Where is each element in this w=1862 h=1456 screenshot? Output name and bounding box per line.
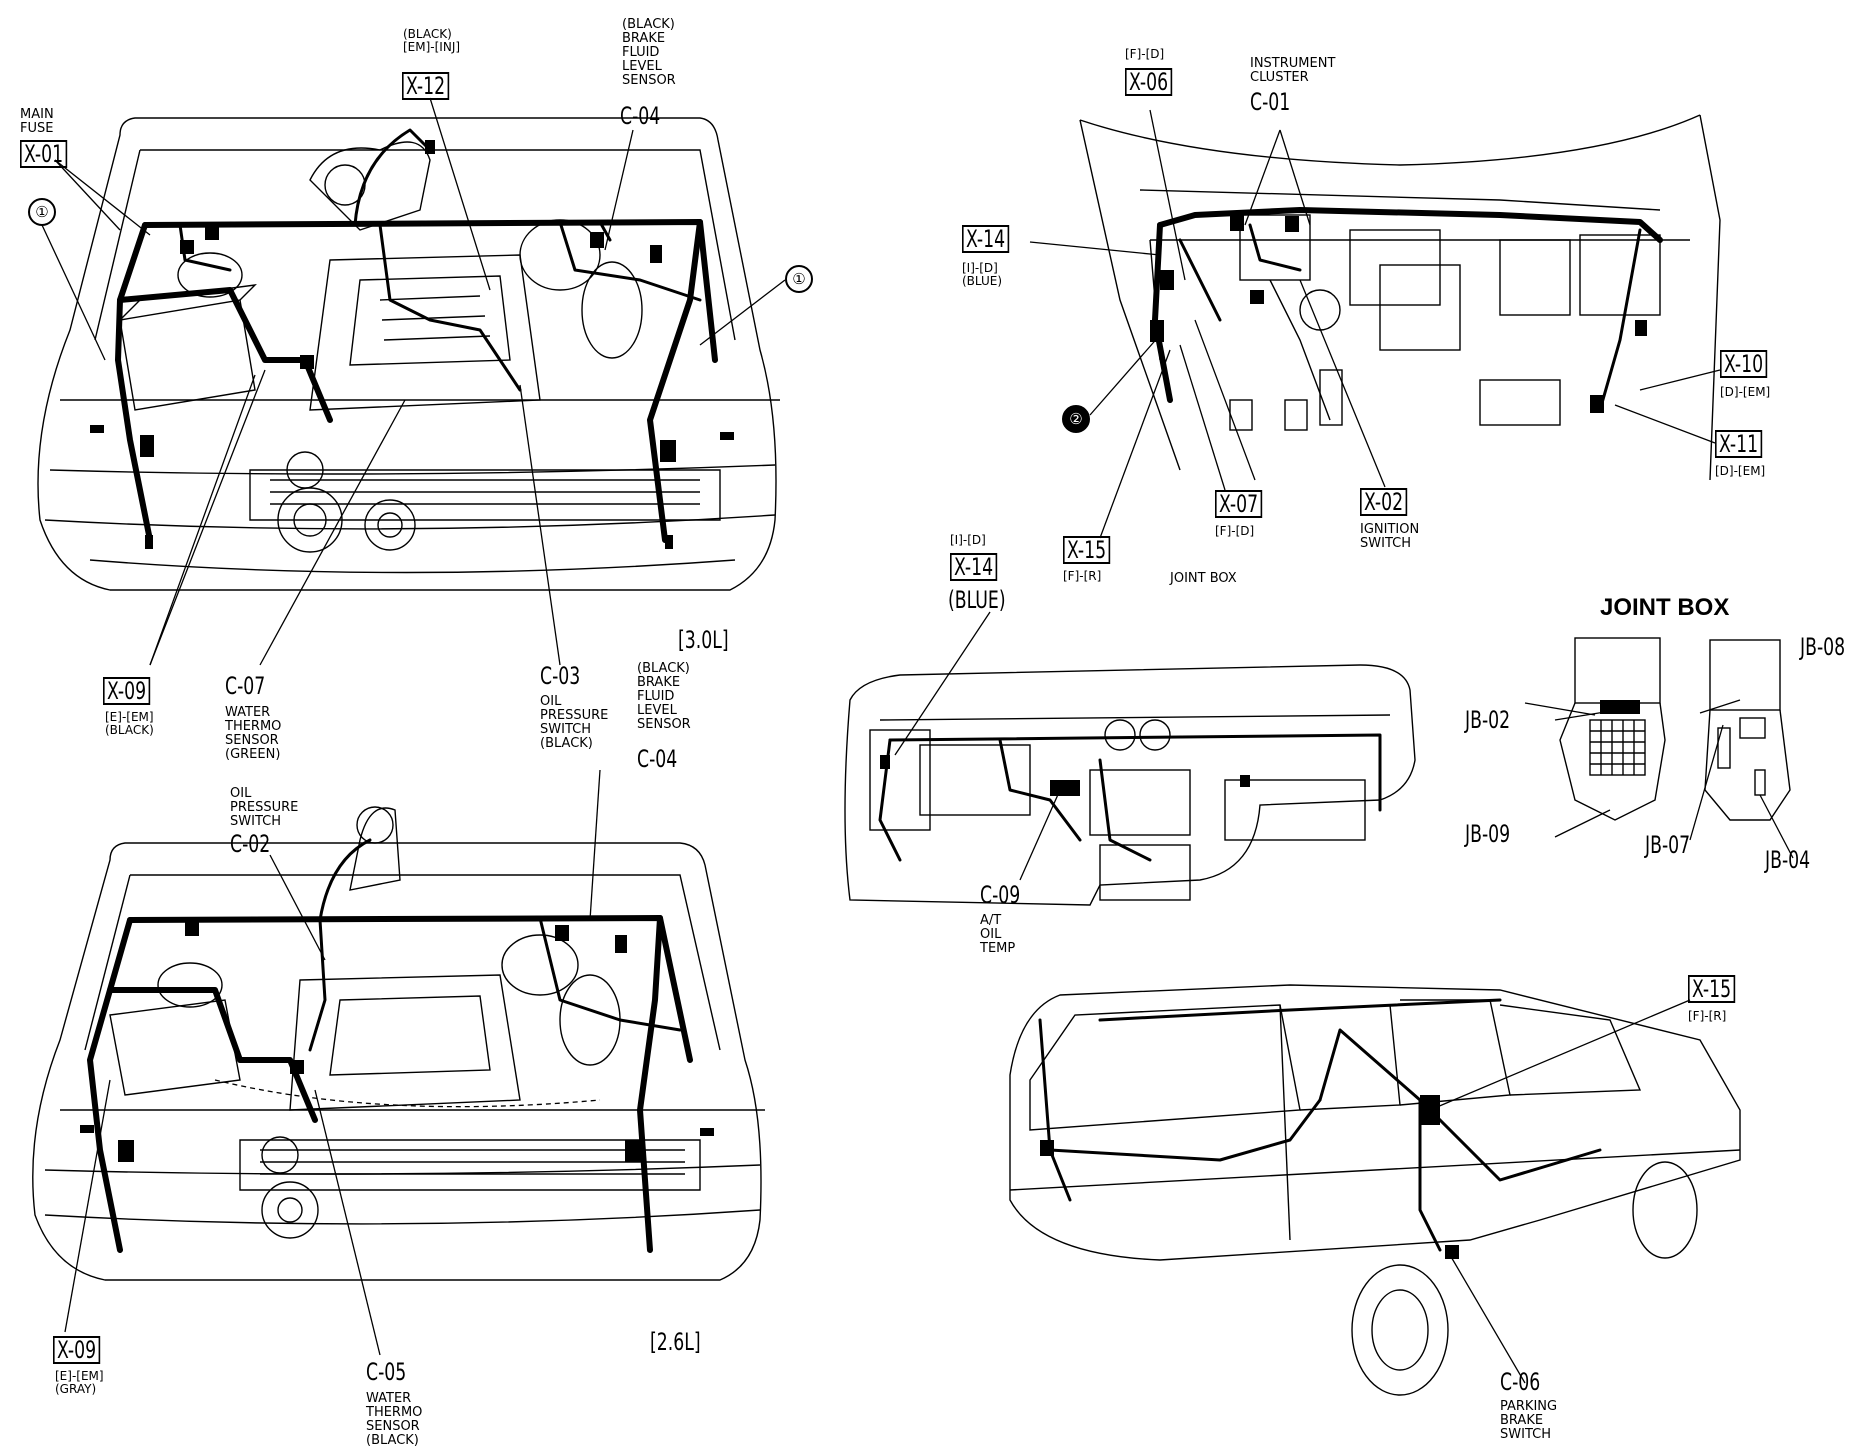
x09-3l-tag: [E]-[EM](BLACK) [105,710,154,737]
x15-rear-tag: [F]-[R] [1688,1009,1727,1023]
x14-panel-color: (BLUE) [948,586,1006,614]
engine-bay-26l-drawing [32,806,765,1281]
instrument-panel-drawing [844,664,1416,906]
x11-tag: [D]-[EM] [1715,464,1766,478]
x15-dash-label: X-15 [1063,536,1111,564]
x15-dash-tag: [F]-[R] [1063,569,1102,583]
x06-tag: [F]-[D] [1125,47,1165,61]
c09-label: C-09 [980,881,1021,909]
tag-26l: [2.6L] [650,1328,701,1356]
x14-dash-tag: [I]-[D](BLUE) [962,261,1003,288]
joint-box-caption: JOINT BOX [1170,571,1237,586]
dashboard-interior-drawing [1079,114,1721,481]
x09-26l-label: X-09 [53,1336,101,1364]
c04-3l-label: C-04 [620,102,661,130]
x11-label: X-11 [1715,430,1763,458]
c07-label: C-07 [225,672,266,700]
c05-label: C-05 [366,1358,407,1386]
x12-label: X-12 [402,72,450,100]
jb04-label: JB-04 [1765,846,1811,874]
jb07-label: JB-07 [1645,831,1691,859]
jb08-label: JB-08 [1800,633,1846,661]
c01-label: C-01 [1250,88,1291,116]
engine-bay-3l-drawing [37,117,780,591]
x09-3l-label: X-09 [103,677,151,705]
circle-marker-1-right: ① [785,265,813,293]
x14-panel-tag: [I]-[D] [950,533,986,547]
c04-26l-label: C-04 [637,745,678,773]
jb02-label: JB-02 [1465,706,1511,734]
c06-label: C-06 [1500,1368,1541,1396]
x10-label: X-10 [1720,350,1768,378]
tag-3l: [3.0L] [678,626,729,654]
x07-label: X-07 [1215,490,1263,518]
x01-label: X-01 [20,140,68,168]
joint-box-heading: JOINT BOX [1600,594,1730,621]
x07-tag: [F]-[D] [1215,524,1255,538]
c03-label: C-03 [540,662,581,690]
x12-tag: (BLACK)[EM]-[INJ] [403,27,461,54]
x06-label: X-06 [1125,68,1173,96]
x14-dash-label: X-14 [962,225,1010,253]
joint-box-drawing [1559,637,1791,821]
c02-label: C-02 [230,830,271,858]
circle-marker-1-left: ① [28,198,56,226]
x14-panel-label: X-14 [950,553,998,581]
x15-rear-label: X-15 [1688,975,1736,1003]
leader-lines [41,97,1794,1384]
x09-26l-tag: [E]-[EM](GRAY) [55,1369,104,1396]
circle-marker-2: ② [1062,405,1090,433]
rear-body-drawing [1009,984,1741,1396]
x02-label: X-02 [1360,488,1408,516]
x10-tag: [D]-[EM] [1720,385,1771,399]
jb09-label: JB-09 [1465,820,1511,848]
